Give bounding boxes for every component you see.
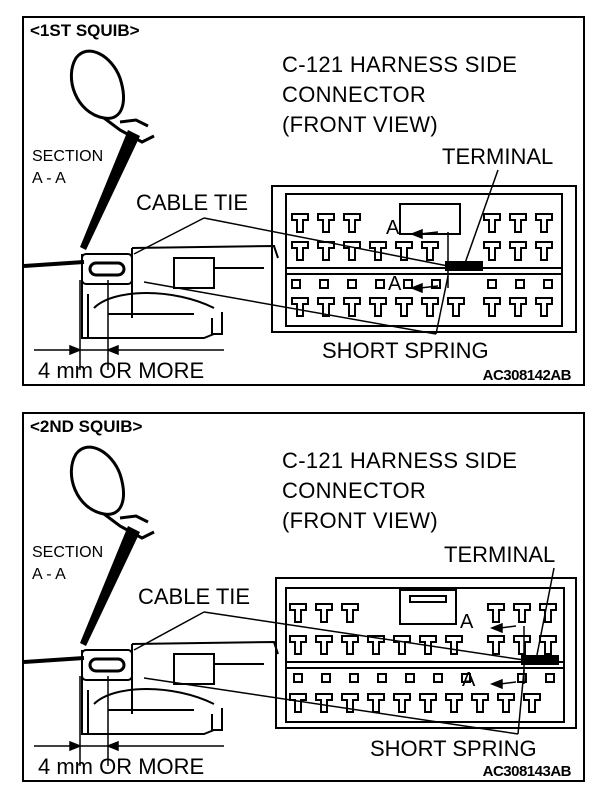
squib-cross-section-icon xyxy=(24,640,279,735)
section-label: SECTION xyxy=(32,544,104,561)
cable-tie-icon xyxy=(69,49,155,144)
leader-lines-icon xyxy=(133,169,499,335)
squib-diagram-panel-1: <1ST SQUIB> C-121 HARNESS SIDE CONNECTOR… xyxy=(22,16,585,386)
short-spring-label: SHORT SPRING xyxy=(370,736,537,761)
connector-title-line-3: (FRONT VIEW) xyxy=(282,508,438,533)
distance-label: 4 mm OR MORE xyxy=(38,754,205,779)
panel-1-drawing xyxy=(24,49,577,370)
panel-2-drawing xyxy=(24,445,577,766)
harness-connector-icon xyxy=(275,577,577,729)
dimension-marker-icon xyxy=(34,676,224,766)
section-marker-lower: A xyxy=(388,273,402,295)
connector-title-line-2: CONNECTOR xyxy=(282,478,427,503)
squib-diagram-panel-2: <2ND SQUIB> C-121 HARNESS SIDE CONNECTOR… xyxy=(22,412,585,782)
connector-title-line-2: CONNECTOR xyxy=(282,82,427,107)
short-spring-label: SHORT SPRING xyxy=(322,338,489,363)
figure-code: AC308142AB xyxy=(482,367,572,384)
terminal-label: TERMINAL xyxy=(442,144,554,169)
cable-tie-label: CABLE TIE xyxy=(138,584,251,609)
section-id-label: A - A xyxy=(32,566,66,583)
squib-label: <1ST SQUIB> xyxy=(30,21,140,40)
distance-label: 4 mm OR MORE xyxy=(38,358,205,383)
section-marker-upper: A xyxy=(460,611,474,633)
section-marker-upper: A xyxy=(386,217,400,239)
connector-title-line-3: (FRONT VIEW) xyxy=(282,112,438,137)
squib-label: <2ND SQUIB> xyxy=(30,417,143,436)
terminal-label: TERMINAL xyxy=(444,542,556,567)
section-pointer-icon xyxy=(80,130,140,250)
section-id-label: A - A xyxy=(32,170,66,187)
dimension-marker-icon xyxy=(34,280,224,370)
cable-tie-label: CABLE TIE xyxy=(136,190,249,215)
squib-cross-section-icon xyxy=(24,244,279,339)
connector-title-line-1: C-121 HARNESS SIDE xyxy=(282,448,518,473)
section-label: SECTION xyxy=(32,148,104,165)
section-pointer-icon xyxy=(80,526,140,646)
cable-tie-icon xyxy=(69,445,155,540)
leader-lines-icon xyxy=(133,567,555,735)
connector-title-line-1: C-121 HARNESS SIDE xyxy=(282,52,518,77)
harness-connector-icon xyxy=(271,185,577,333)
section-marker-lower: A xyxy=(462,669,476,691)
figure-code: AC308143AB xyxy=(482,763,572,780)
